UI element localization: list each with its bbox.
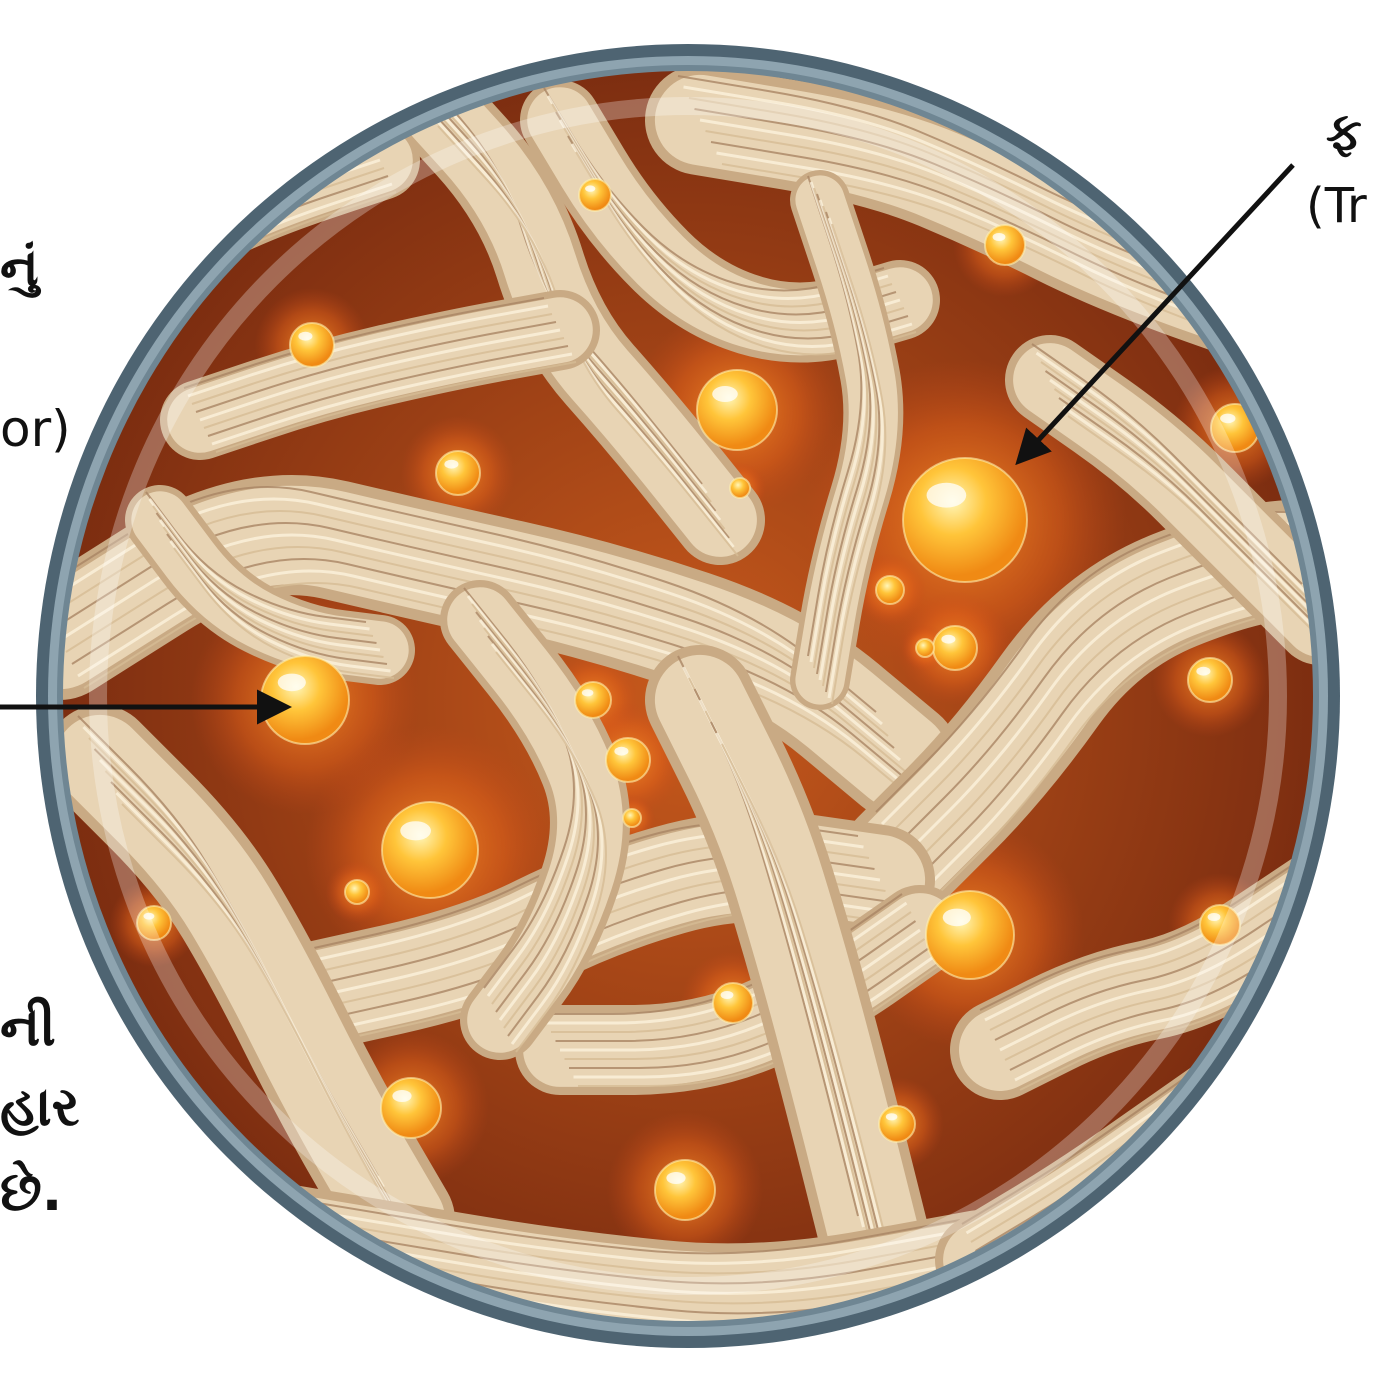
fat-droplet xyxy=(623,809,641,827)
fat-droplet xyxy=(381,1078,441,1138)
fat-droplet xyxy=(436,451,480,495)
droplet-highlight xyxy=(298,332,312,341)
droplet-highlight xyxy=(1196,667,1210,676)
droplet-highlight xyxy=(886,1113,898,1120)
droplet-highlight xyxy=(993,233,1006,241)
label-left-bottom-line2: હાર xyxy=(0,1075,80,1139)
label-top-right-line1: ફ xyxy=(1326,102,1362,161)
fat-droplet xyxy=(382,802,478,898)
droplet-highlight xyxy=(721,991,734,999)
label-left-bottom-line3: છે. xyxy=(0,1160,62,1224)
fat-droplet xyxy=(655,1160,715,1220)
fat-droplet xyxy=(575,682,611,718)
fat-droplet xyxy=(985,225,1025,265)
fat-droplet xyxy=(1188,658,1232,702)
fat-droplet xyxy=(345,880,369,904)
label-left-top-line1: નું xyxy=(0,238,39,299)
fat-droplet xyxy=(697,370,777,450)
fat-droplet xyxy=(579,179,611,211)
fat-droplet xyxy=(606,738,650,782)
droplet-highlight xyxy=(444,460,458,469)
droplet-highlight xyxy=(392,1090,411,1102)
droplet-highlight xyxy=(712,386,738,402)
fat-droplet xyxy=(713,983,753,1023)
droplet-highlight xyxy=(582,689,594,696)
fat-droplet xyxy=(261,656,349,744)
droplet-highlight xyxy=(278,674,306,692)
label-top-right-line2: (Tr xyxy=(1306,178,1367,234)
fat-droplet xyxy=(916,639,934,657)
fat-droplet xyxy=(876,576,904,604)
fat-droplet xyxy=(730,478,750,498)
droplet-highlight xyxy=(614,747,628,756)
fat-droplet xyxy=(933,626,977,670)
droplet-highlight xyxy=(400,821,431,840)
droplet-highlight xyxy=(941,635,955,644)
droplet-highlight xyxy=(927,483,967,508)
droplet-highlight xyxy=(943,909,971,927)
label-left-bottom-line1: ની xyxy=(0,995,56,1059)
droplet-highlight xyxy=(585,185,595,191)
label-left-top-line2: or) xyxy=(0,400,71,458)
fat-droplet xyxy=(879,1106,915,1142)
droplet-highlight xyxy=(1208,913,1221,921)
fat-droplet xyxy=(903,458,1027,582)
fat-droplet xyxy=(290,323,334,367)
fat-droplet xyxy=(926,891,1014,979)
droplet-highlight xyxy=(666,1172,685,1184)
droplet-highlight xyxy=(1220,414,1235,424)
